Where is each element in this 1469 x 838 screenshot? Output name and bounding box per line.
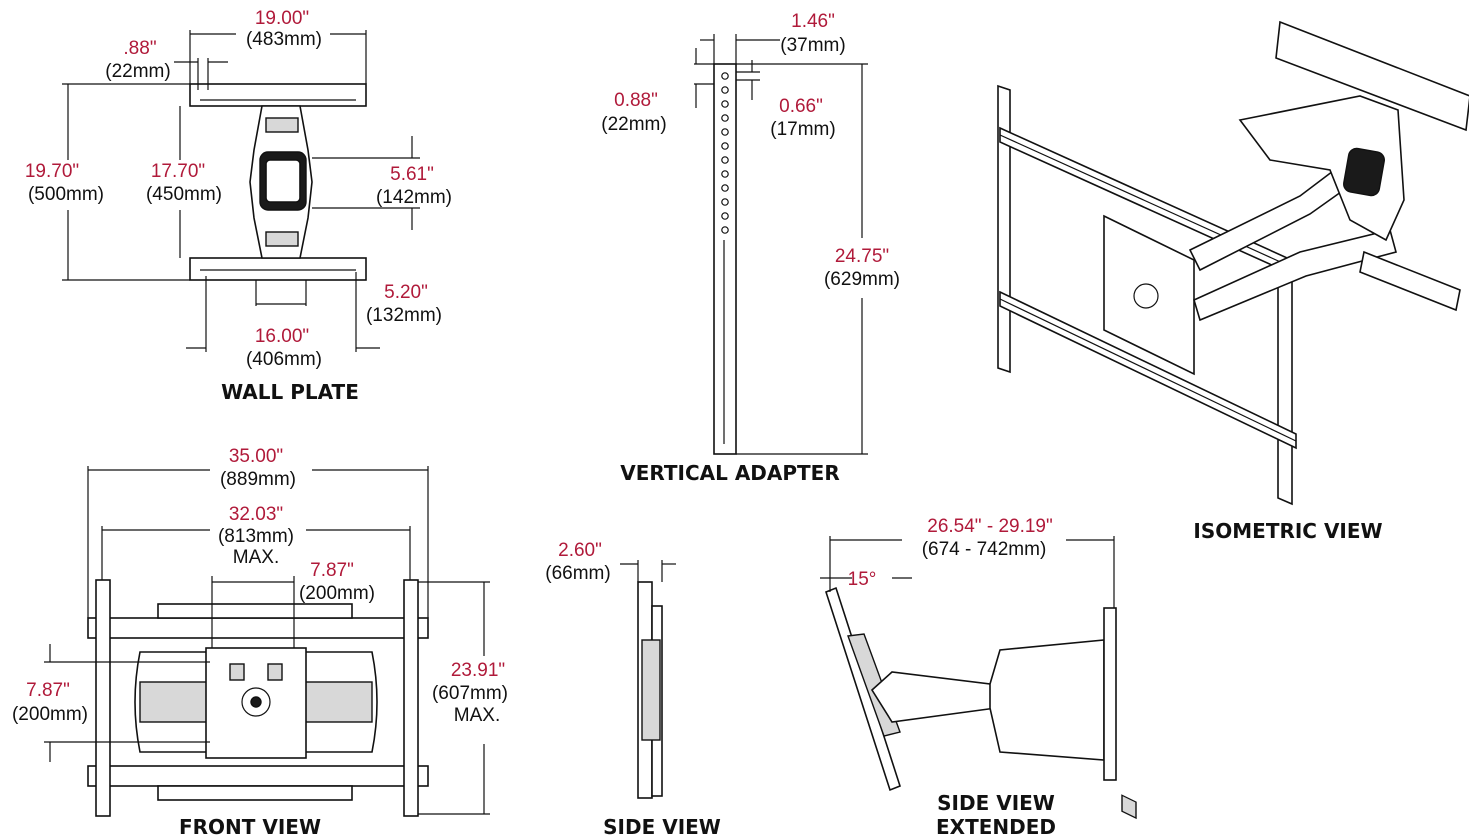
front-view: 35.00" (889mm) 32.03" (813mm) MAX. 7.87"… xyxy=(12,446,508,838)
front-overall-in: 35.00" xyxy=(229,446,283,467)
isometric-view: ISOMETRIC VIEW xyxy=(997,20,1469,820)
wall-plate-lower-bracket xyxy=(265,231,299,247)
front-bottom-rail xyxy=(87,765,429,787)
front-max-mm: (813mm) xyxy=(218,526,294,547)
front-left-adapter xyxy=(95,579,111,817)
front-height-mm: (607mm) xyxy=(432,683,508,704)
wall-plate-top-rail xyxy=(189,83,367,107)
wall-plate-width-mm: (483mm) xyxy=(246,29,322,50)
wall-plate-height-mm: (500mm) xyxy=(28,184,104,205)
iso-arm-housing xyxy=(1238,95,1405,242)
wall-plate-width-in: 19.00" xyxy=(255,8,309,29)
side-arm-stack xyxy=(641,639,661,741)
wall-plate-inner-in: 17.70" xyxy=(151,161,205,182)
front-top-wallplate xyxy=(157,603,353,619)
wall-plate-spacing-mm: (406mm) xyxy=(246,349,322,370)
front-right-arm-link xyxy=(301,681,373,723)
vertical-adapter-length-in: 24.75" xyxy=(835,246,889,267)
front-left-mm: (200mm) xyxy=(12,704,88,725)
wall-plate-slot-in: .88" xyxy=(123,38,156,59)
wall-plate-upper-bracket xyxy=(265,117,299,133)
side-depth-in: 2.60" xyxy=(558,540,602,561)
front-left-in: 7.87" xyxy=(26,680,70,701)
side-extended-view: 15° 26.54" - 29.19" (674 - 742mm) SIDE V… xyxy=(820,516,1117,838)
wall-plate-center-mm: (142mm) xyxy=(376,187,452,208)
wall-plate-bottom-rail xyxy=(189,257,367,281)
isometric-title: ISOMETRIC VIEW xyxy=(1193,519,1382,543)
front-max-label: MAX. xyxy=(233,547,279,568)
front-plate-mm: (200mm) xyxy=(299,583,375,604)
front-overall-mm: (889mm) xyxy=(220,469,296,490)
front-height-in: 23.91" xyxy=(451,660,505,681)
vertical-adapter-holes xyxy=(721,72,729,234)
wall-plate-title: WALL PLATE xyxy=(221,380,359,404)
iso-lower-arm xyxy=(1193,229,1397,322)
front-height-label: MAX. xyxy=(454,705,500,726)
side-ext-tilted-adapter xyxy=(825,586,901,792)
vertical-adapter-bar xyxy=(713,63,737,455)
side-ext-arm-housing xyxy=(989,639,1105,761)
side-ext-arm xyxy=(870,671,997,723)
front-left-arm-link xyxy=(139,681,211,723)
front-title: FRONT VIEW xyxy=(179,815,321,838)
wall-plate-bottom-in: 5.20" xyxy=(384,282,428,303)
wall-plate-spacing-in: 16.00" xyxy=(255,326,309,347)
side-ext-extension-mm: (674 - 742mm) xyxy=(922,539,1047,560)
front-plate-in: 7.87" xyxy=(310,560,354,581)
vertical-adapter-length-mm: (629mm) xyxy=(824,269,900,290)
iso-center-plate xyxy=(1103,214,1195,376)
wall-plate-bottom-mm: (132mm) xyxy=(366,305,442,326)
front-bottom-wallplate xyxy=(157,785,353,801)
front-plate-slot-right xyxy=(267,663,283,681)
vertical-adapter-view: 1.46" (37mm) 0.88" (22mm) 0.66" (17mm) 2… xyxy=(601,11,900,485)
vertical-adapter-top-mm: (22mm) xyxy=(601,114,666,135)
iso-plate-slot xyxy=(1121,794,1137,820)
front-plate-slot-left xyxy=(229,663,245,681)
wall-plate-center-in: 5.61" xyxy=(390,164,434,185)
vertical-adapter-top-in: 0.88" xyxy=(614,90,658,111)
side-title: SIDE VIEW xyxy=(603,815,721,838)
side-ext-extension-in: 26.54" - 29.19" xyxy=(927,516,1052,537)
iso-wall-bottom-rail xyxy=(1359,250,1461,312)
wall-plate-slot-mm: (22mm) xyxy=(105,61,170,82)
wall-plate-view: 19.00" (483mm) .88" (22mm) 19.70" (500mm… xyxy=(25,8,452,404)
side-ext-wall-plate xyxy=(1103,607,1117,781)
front-top-rail xyxy=(87,617,429,639)
vertical-adapter-hole-mm: (17mm) xyxy=(770,119,835,140)
iso-arm-hub xyxy=(1343,147,1385,197)
side-depth-mm: (66mm) xyxy=(545,563,610,584)
front-max-in: 32.03" xyxy=(229,504,283,525)
wall-plate-inner-mm: (450mm) xyxy=(146,184,222,205)
vertical-adapter-hole-in: 0.66" xyxy=(779,96,823,117)
vertical-adapter-title: VERTICAL ADAPTER xyxy=(620,461,840,485)
vertical-adapter-width-in: 1.46" xyxy=(791,11,835,32)
iso-wall-top-rail xyxy=(1275,20,1469,132)
side-view: 2.60" (66mm) SIDE VIEW xyxy=(545,540,721,838)
wall-plate-height-in: 19.70" xyxy=(25,161,79,182)
iso-right-adapter xyxy=(1277,256,1293,506)
side-ext-tilt: 15° xyxy=(848,569,877,590)
side-ext-title-2: EXTENDED xyxy=(936,815,1056,838)
side-ext-title-1: SIDE VIEW xyxy=(937,791,1055,815)
vertical-adapter-width-mm: (37mm) xyxy=(780,35,845,56)
front-right-adapter xyxy=(403,579,419,817)
